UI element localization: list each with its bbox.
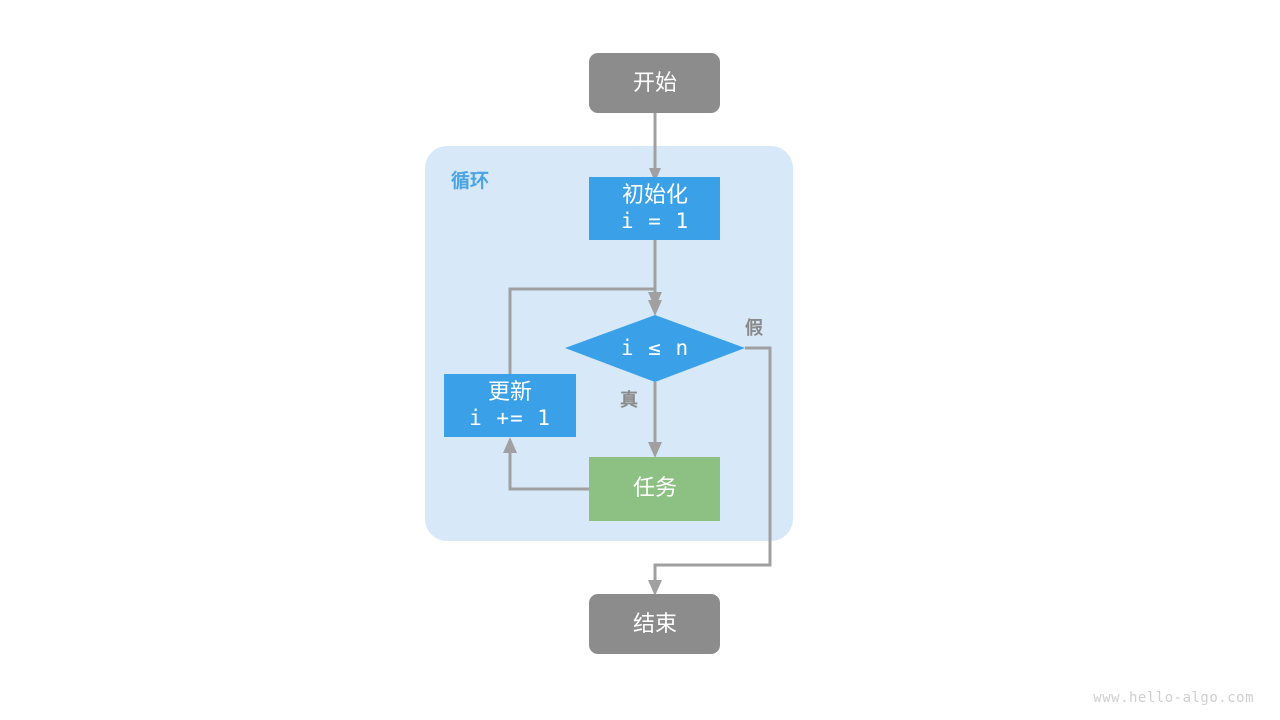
node-update[interactable]: 更新 i += 1: [444, 374, 576, 437]
node-init-label-top: 初始化: [622, 182, 688, 207]
node-update-label-bottom: i += 1: [469, 406, 551, 430]
edge-start-to-init: [649, 113, 661, 182]
edge-label-true: 真: [620, 389, 638, 410]
node-condition[interactable]: i ≤ n: [565, 315, 745, 382]
node-start-label: 开始: [633, 70, 677, 95]
edge-task-to-update: [503, 437, 589, 491]
edge-label-false: 假: [745, 317, 764, 338]
edge-update-to-condition: [508, 287, 662, 374]
edge-condition-to-end: [648, 346, 772, 596]
node-end[interactable]: 结束: [589, 594, 720, 654]
edge-condition-to-task: [648, 382, 662, 458]
node-update-label-top: 更新: [488, 379, 532, 404]
node-task-label: 任务: [633, 475, 677, 500]
node-task[interactable]: 任务: [589, 457, 720, 521]
node-init[interactable]: 初始化 i = 1: [589, 177, 720, 240]
watermark: www.hello-algo.com: [1093, 690, 1254, 706]
node-start[interactable]: 开始: [589, 53, 720, 113]
node-init-label-bottom: i = 1: [621, 209, 689, 233]
node-end-label: 结束: [633, 611, 677, 636]
loop-group-label: 循环: [451, 169, 489, 192]
node-condition-label: i ≤ n: [621, 336, 689, 360]
